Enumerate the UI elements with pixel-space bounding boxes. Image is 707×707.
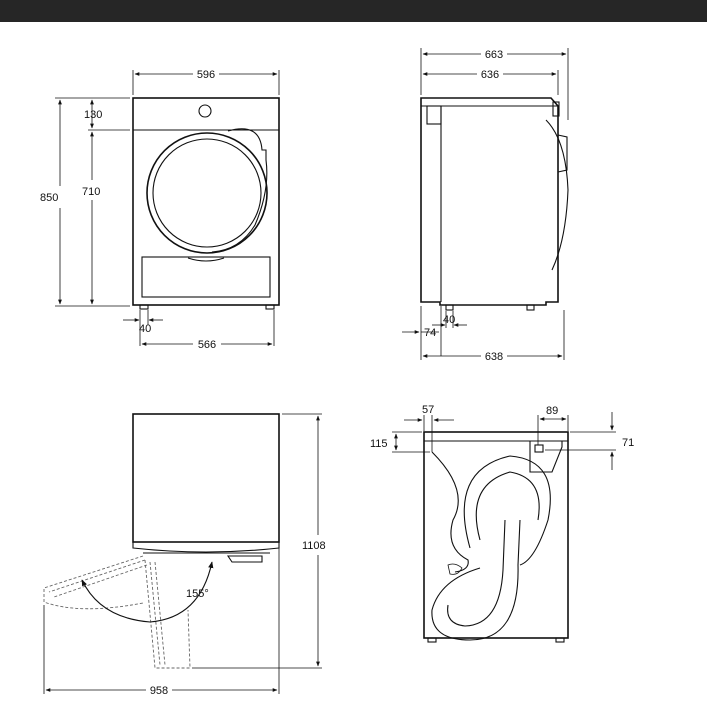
front-foot-left [139, 304, 149, 310]
side-foot-rear [445, 304, 454, 311]
side-water-container [426, 105, 442, 125]
plinth-handle [187, 257, 225, 262]
rear-foot-left [427, 637, 437, 643]
side-foot-front [526, 304, 535, 311]
dim-side-depth-total: 663 [485, 49, 503, 61]
dim-rear-hose-left: 57 [422, 404, 434, 416]
dim-front-foot-inset: 40 [139, 323, 151, 335]
drain-outlet [534, 444, 544, 453]
dim-width-door-open: 958 [150, 685, 168, 697]
side-door-profile [545, 119, 569, 271]
top-door-hinge-block [226, 555, 263, 563]
side-door-handle [557, 134, 568, 173]
top-view: 155° 1108 958 [43, 413, 326, 697]
top-cabinet [132, 413, 280, 543]
drain-hose [431, 451, 469, 573]
door-glass [152, 138, 262, 248]
door-angle-arc [81, 561, 214, 623]
dim-side-rear-offset: 74 [424, 327, 436, 339]
side-view: 663 636 40 74 638 [402, 48, 569, 363]
plinth-panel [141, 256, 271, 298]
top-door-front [132, 542, 280, 553]
dim-side-depth-body: 636 [481, 69, 499, 81]
front-cabinet [132, 97, 280, 306]
dim-front-height: 850 [40, 192, 58, 204]
dim-height-door-open: 1108 [302, 540, 326, 552]
door-outer-ring [146, 132, 268, 254]
dim-rear-outlet-drop: 71 [622, 437, 634, 449]
header-bar [0, 0, 707, 22]
program-knob [198, 104, 212, 118]
rear-duct-outline [431, 519, 521, 641]
rear-foot-right [555, 637, 565, 643]
door-swing-outline [144, 559, 191, 669]
dim-rear-hose-drop: 115 [370, 438, 388, 450]
rear-outlet-box [529, 440, 563, 473]
dim-front-door-height: 710 [82, 186, 100, 198]
dim-door-angle: 155° [186, 588, 209, 600]
dim-front-feet-width: 566 [198, 339, 216, 351]
rear-view: 57 89 115 71 [370, 404, 634, 643]
dim-front-width: 596 [197, 69, 215, 81]
rear-cabinet [423, 431, 569, 639]
dim-rear-outlet-right: 89 [546, 405, 558, 417]
front-foot-right [265, 304, 275, 310]
door-frame-edge [211, 128, 268, 253]
rear-drum-outline [463, 455, 551, 566]
door-open-outline [43, 555, 144, 610]
dim-side-foot-offset: 40 [443, 314, 455, 326]
dim-front-top-panel: 130 [84, 109, 102, 121]
front-view: 596 850 130 710 40 566 [40, 69, 280, 351]
dim-side-base-depth: 638 [485, 351, 503, 363]
